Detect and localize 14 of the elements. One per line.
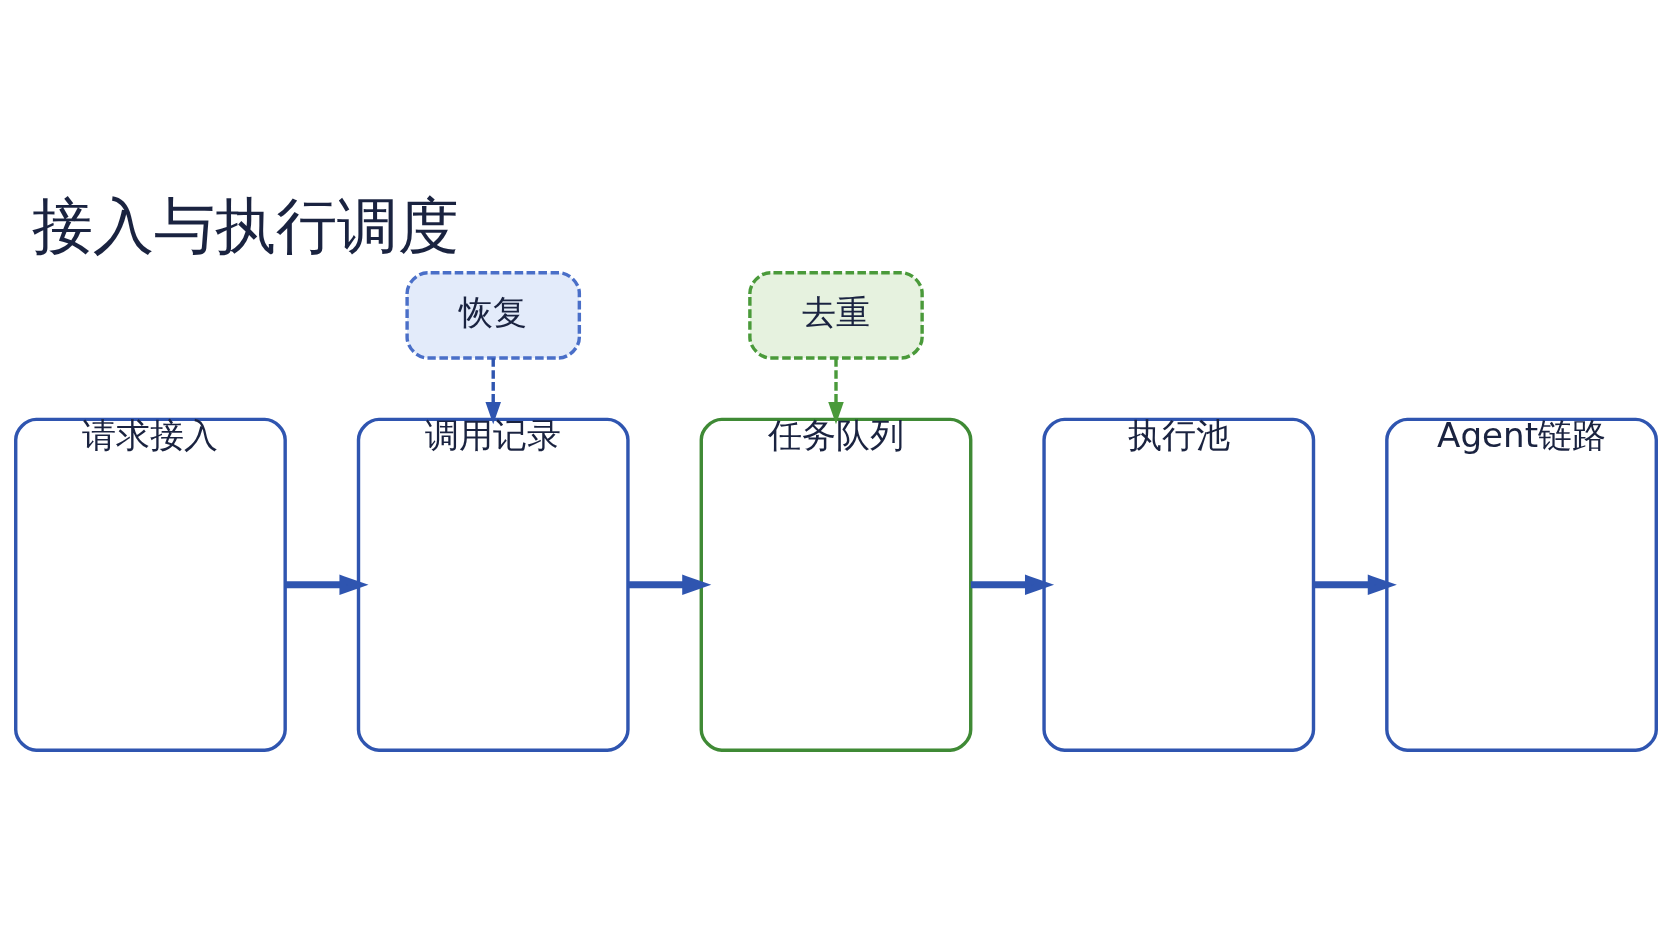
arrow — [285, 574, 369, 595]
diagram-title: 接入与执行调度 — [31, 189, 459, 261]
arrow — [828, 358, 844, 425]
node-box: 请求接入 — [14, 417, 287, 752]
node-box: Agent链路 — [1385, 417, 1658, 752]
node-box: 去重 — [748, 270, 924, 360]
node-box: 恢复 — [405, 270, 582, 360]
arrow — [485, 358, 501, 425]
node-box: 任务队列 — [699, 417, 973, 752]
arrow — [1313, 574, 1397, 595]
node-box: 调用记录 — [356, 417, 630, 752]
arrow — [628, 574, 712, 595]
arrow — [970, 574, 1055, 595]
node-box: 执行池 — [1042, 417, 1316, 752]
